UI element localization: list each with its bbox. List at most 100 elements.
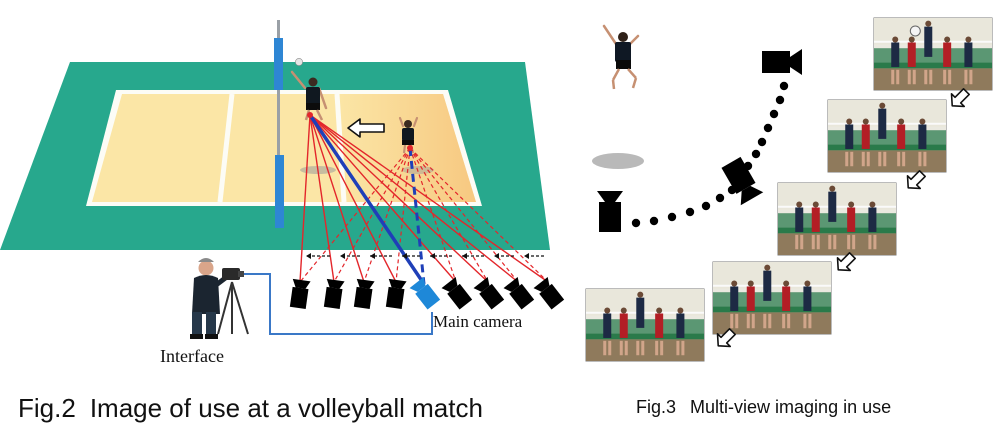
photo-player-leg — [660, 340, 664, 356]
photo-player-leg — [803, 313, 807, 329]
camera-operator — [190, 258, 249, 339]
photo-player-leg — [929, 69, 933, 85]
photo-player-head — [908, 36, 915, 43]
photo-player-head — [604, 307, 611, 314]
photo-player-head — [892, 36, 899, 43]
hollow-arrow-shape — [950, 88, 970, 108]
photo-player — [619, 313, 628, 338]
photo-player-head — [848, 201, 855, 208]
photo-player-head — [620, 307, 627, 314]
photo-player-head — [925, 20, 932, 27]
photo-player-leg — [763, 313, 767, 329]
pan-arrow-head — [462, 253, 467, 259]
sight-line — [395, 147, 411, 283]
photo-player-leg — [852, 234, 856, 250]
photo-net-mesh — [713, 288, 831, 307]
camera-lens — [388, 278, 407, 289]
interface-cable — [237, 273, 433, 335]
photo-player-leg — [636, 340, 640, 356]
pan-arrow-head — [524, 253, 529, 259]
camera-body — [385, 286, 405, 309]
photo-player-leg — [811, 234, 815, 250]
orbit-dot — [685, 207, 695, 217]
camera-body — [509, 283, 535, 310]
photo-player-leg — [897, 151, 901, 167]
pan-arrow-head — [430, 253, 435, 259]
photo-player-leg — [896, 69, 900, 85]
photo-player — [803, 286, 812, 311]
photo-floor — [586, 339, 704, 361]
figure-2-title: Image of use at a volleyball match — [89, 393, 483, 423]
photo-player-head — [965, 36, 972, 43]
photo-player-leg — [624, 340, 628, 356]
multi-view-photo — [873, 17, 993, 91]
camera-lens — [326, 278, 345, 289]
camera-array — [289, 277, 565, 310]
camera-orbit-path — [631, 81, 789, 228]
camera-icon — [441, 277, 473, 310]
orbit-dot — [667, 212, 677, 222]
photo-net-mesh — [828, 126, 946, 145]
sight-line — [309, 114, 489, 283]
camera-lens — [356, 278, 375, 289]
photo-player-leg — [641, 340, 645, 356]
camera-body — [289, 286, 309, 309]
photo-player-leg — [608, 340, 612, 356]
photo-player — [897, 124, 906, 149]
multi-view-photo — [712, 261, 832, 335]
camera-body — [539, 283, 565, 310]
camera-lens — [441, 277, 458, 292]
photo-player-leg — [861, 151, 865, 167]
photo-player — [746, 286, 755, 311]
photo-player-leg — [918, 151, 922, 167]
tracking-point — [307, 112, 313, 118]
photo-player-head — [898, 118, 905, 125]
photo-player — [847, 207, 856, 232]
photo-player-head — [869, 201, 876, 208]
photo-player-leg — [969, 69, 973, 85]
orbit-dot — [751, 149, 761, 159]
hollow-arrow-shape — [716, 328, 736, 348]
photo-player-leg — [655, 340, 659, 356]
photo-player — [891, 42, 900, 67]
photo-net-mesh — [586, 315, 704, 334]
sight-line — [363, 147, 411, 283]
photo-floor — [713, 312, 831, 334]
photo-floor — [778, 233, 896, 255]
photo-player — [943, 42, 952, 67]
blocking-player — [398, 116, 419, 154]
orbit-dot — [779, 81, 789, 91]
photo-player-leg — [808, 313, 812, 329]
multi-view-photo-sequence — [585, 17, 993, 362]
photo-player-leg — [828, 234, 832, 250]
orbit-camera-icon — [762, 49, 802, 75]
camera-body — [447, 283, 473, 310]
photo-player-head — [812, 201, 819, 208]
orbit-camera-icon — [721, 156, 764, 206]
hollow-arrow-shape — [836, 252, 856, 272]
photo-player-leg — [866, 151, 870, 167]
orbit-dot — [763, 123, 773, 133]
photo-player — [868, 207, 877, 232]
orbit-dot — [649, 216, 659, 226]
camera-lens — [409, 277, 426, 292]
sight-line — [309, 114, 457, 283]
pan-arrow-head — [340, 253, 345, 259]
photo-wall-band — [874, 48, 992, 69]
spiking-player — [290, 70, 328, 121]
photo-player — [730, 286, 739, 311]
photo-wall-band — [828, 130, 946, 151]
photo-player-leg — [964, 69, 968, 85]
photo-wall-band — [586, 319, 704, 340]
photo-player-head — [862, 118, 869, 125]
photo-player-leg — [681, 340, 685, 356]
hollow-arrow-icon — [716, 328, 736, 348]
photo-player-leg — [907, 69, 911, 85]
volleyball — [295, 58, 303, 66]
photo-player-leg — [730, 313, 734, 329]
figure-3-number: Fig.3 — [636, 397, 677, 417]
photo-player-head — [764, 264, 771, 271]
photo-player — [918, 124, 927, 149]
